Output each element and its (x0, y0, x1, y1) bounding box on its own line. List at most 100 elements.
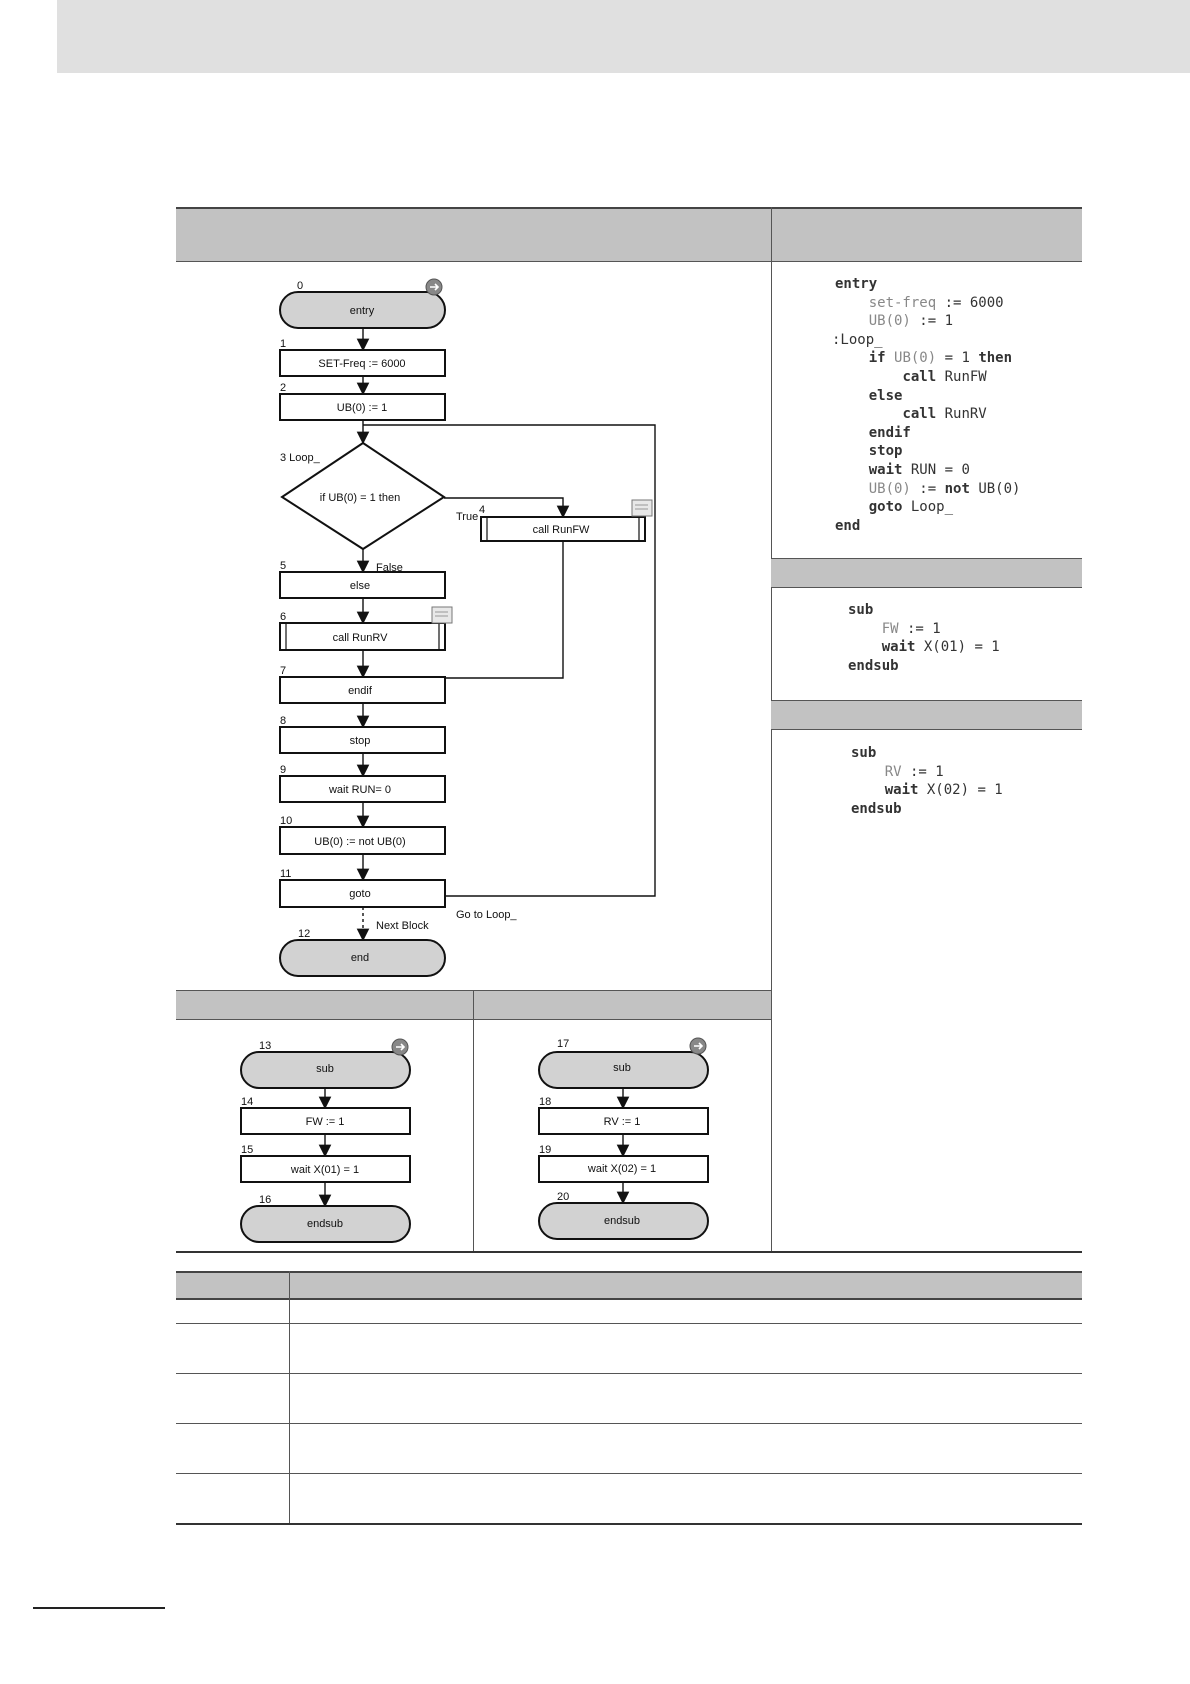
node-label: sub (316, 1063, 334, 1075)
step-number: 13 (259, 1040, 271, 1052)
lower-table-rule (176, 1373, 1082, 1374)
node-label: UB(0) := 1 (337, 402, 387, 414)
process-node (279, 775, 446, 803)
page-header-band (57, 0, 1190, 73)
code-line: UB(0) := not UB(0) (868, 480, 1021, 497)
code-line: sub (851, 745, 877, 761)
code-sub-fw-header (771, 558, 1082, 588)
node-label: endsub (307, 1218, 343, 1230)
node-label: if UB(0) = 1 then (320, 492, 400, 504)
node-label: else (350, 580, 370, 592)
code-line: else (868, 387, 903, 404)
code-sub-rv-header (771, 700, 1082, 730)
step-number: 2 (280, 382, 286, 394)
step-number: 16 (259, 1194, 271, 1206)
step-number: 17 (557, 1038, 569, 1050)
step-number: 14 (241, 1096, 253, 1108)
code-line: wait X(02) = 1 (884, 782, 1003, 799)
step-number: 4 (479, 504, 485, 516)
process-node (279, 726, 446, 754)
lower-table-rule (176, 1423, 1082, 1424)
step-number: 20 (557, 1191, 569, 1203)
sub-fw-flowchart: sub FW := 1 wait X(01) = 1 endsub 13 14 … (240, 1038, 411, 1243)
code-main-program: entry set-freq := 6000 UB(0) := 1 :Loop_… (832, 275, 1021, 535)
step-number: 1 (280, 338, 286, 350)
node-label: wait X(02) = 1 (587, 1163, 656, 1175)
step-number: 0 (297, 280, 303, 292)
call-node (480, 516, 646, 542)
true-branch-arrow (444, 497, 570, 519)
code-line: if UB(0) = 1 then (868, 350, 1013, 367)
step-number: 19 (539, 1144, 551, 1156)
code-line: call RunRV (902, 406, 987, 423)
step-number: 5 (280, 560, 286, 572)
code-line: stop (868, 443, 903, 460)
process-node (279, 393, 446, 421)
step-number: 15 (241, 1144, 253, 1156)
code-line: entry (835, 276, 878, 292)
node-label: entry (350, 305, 375, 317)
step-number: 11 (280, 868, 291, 880)
process-node (279, 826, 446, 855)
code-sub-rv: sub RV := 1 wait X(02) = 1 endsub (851, 744, 1003, 818)
edge-label-goto: Go to Loop_ (456, 909, 517, 921)
process-node (279, 879, 446, 908)
process-node (279, 676, 446, 704)
sub-rv-flowchart: sub RV := 1 wait X(02) = 1 endsub 17 18 … (538, 1037, 709, 1240)
step-number: 10 (280, 815, 292, 827)
note-icon (431, 606, 453, 624)
code-line: RV := 1 (884, 763, 944, 780)
process-node (279, 349, 446, 377)
code-line: call RunFW (902, 368, 987, 385)
table-bottom-border (176, 1251, 1082, 1253)
code-line: end (835, 517, 861, 534)
node-label: wait RUN= 0 (328, 784, 391, 796)
node-label: endsub (604, 1215, 640, 1227)
node-label: sub (613, 1062, 631, 1074)
end-node (279, 939, 446, 977)
step-tag: 3 Loop_ (280, 452, 321, 464)
entry-node (279, 291, 446, 329)
step-number: 7 (280, 665, 286, 677)
step-number: 9 (280, 764, 286, 776)
node-label: SET-Freq := 6000 (318, 358, 405, 370)
node-label: wait X(01) = 1 (290, 1164, 359, 1176)
node-label: stop (350, 735, 371, 747)
sub-flowchart-divider (473, 990, 474, 1251)
node-label: endif (348, 685, 373, 697)
edge-label-next-block: Next Block (376, 920, 429, 932)
table-header-row (176, 207, 1082, 233)
note-icon (631, 499, 653, 517)
lower-table-divider (289, 1271, 290, 1525)
edge-label-true: True (456, 511, 478, 523)
node-label: goto (349, 888, 370, 900)
runfw-return-line (445, 541, 564, 679)
edge-label-false: False (376, 562, 403, 574)
step-number: 18 (539, 1096, 551, 1108)
node-label: FW := 1 (306, 1116, 345, 1128)
lower-table-header (176, 1271, 1082, 1300)
code-line: :Loop_ (832, 331, 883, 348)
decision-node (280, 441, 446, 551)
lower-table-rule (176, 1473, 1082, 1474)
lower-table-rule (176, 1323, 1082, 1324)
code-line: sub (848, 602, 874, 618)
step-number: 8 (280, 715, 286, 727)
goto-loop-line (363, 424, 656, 897)
node-label: call RunFW (533, 524, 590, 536)
code-line: FW := 1 (881, 620, 941, 637)
code-line: set-freq := 6000 (868, 294, 1004, 311)
table-subheader-row (176, 233, 1082, 262)
node-label: end (351, 952, 369, 964)
call-node (279, 622, 446, 651)
code-line: goto Loop_ (868, 499, 954, 516)
lower-table-bottom (176, 1523, 1082, 1525)
node-label: call RunRV (333, 632, 388, 644)
code-line: UB(0) := 1 (868, 313, 954, 330)
code-line: wait RUN = 0 (868, 461, 970, 478)
node-label: UB(0) := not UB(0) (314, 836, 405, 848)
process-node (279, 571, 446, 599)
code-sub-fw: sub FW := 1 wait X(01) = 1 endsub (848, 601, 1000, 675)
step-number: 12 (298, 928, 310, 940)
